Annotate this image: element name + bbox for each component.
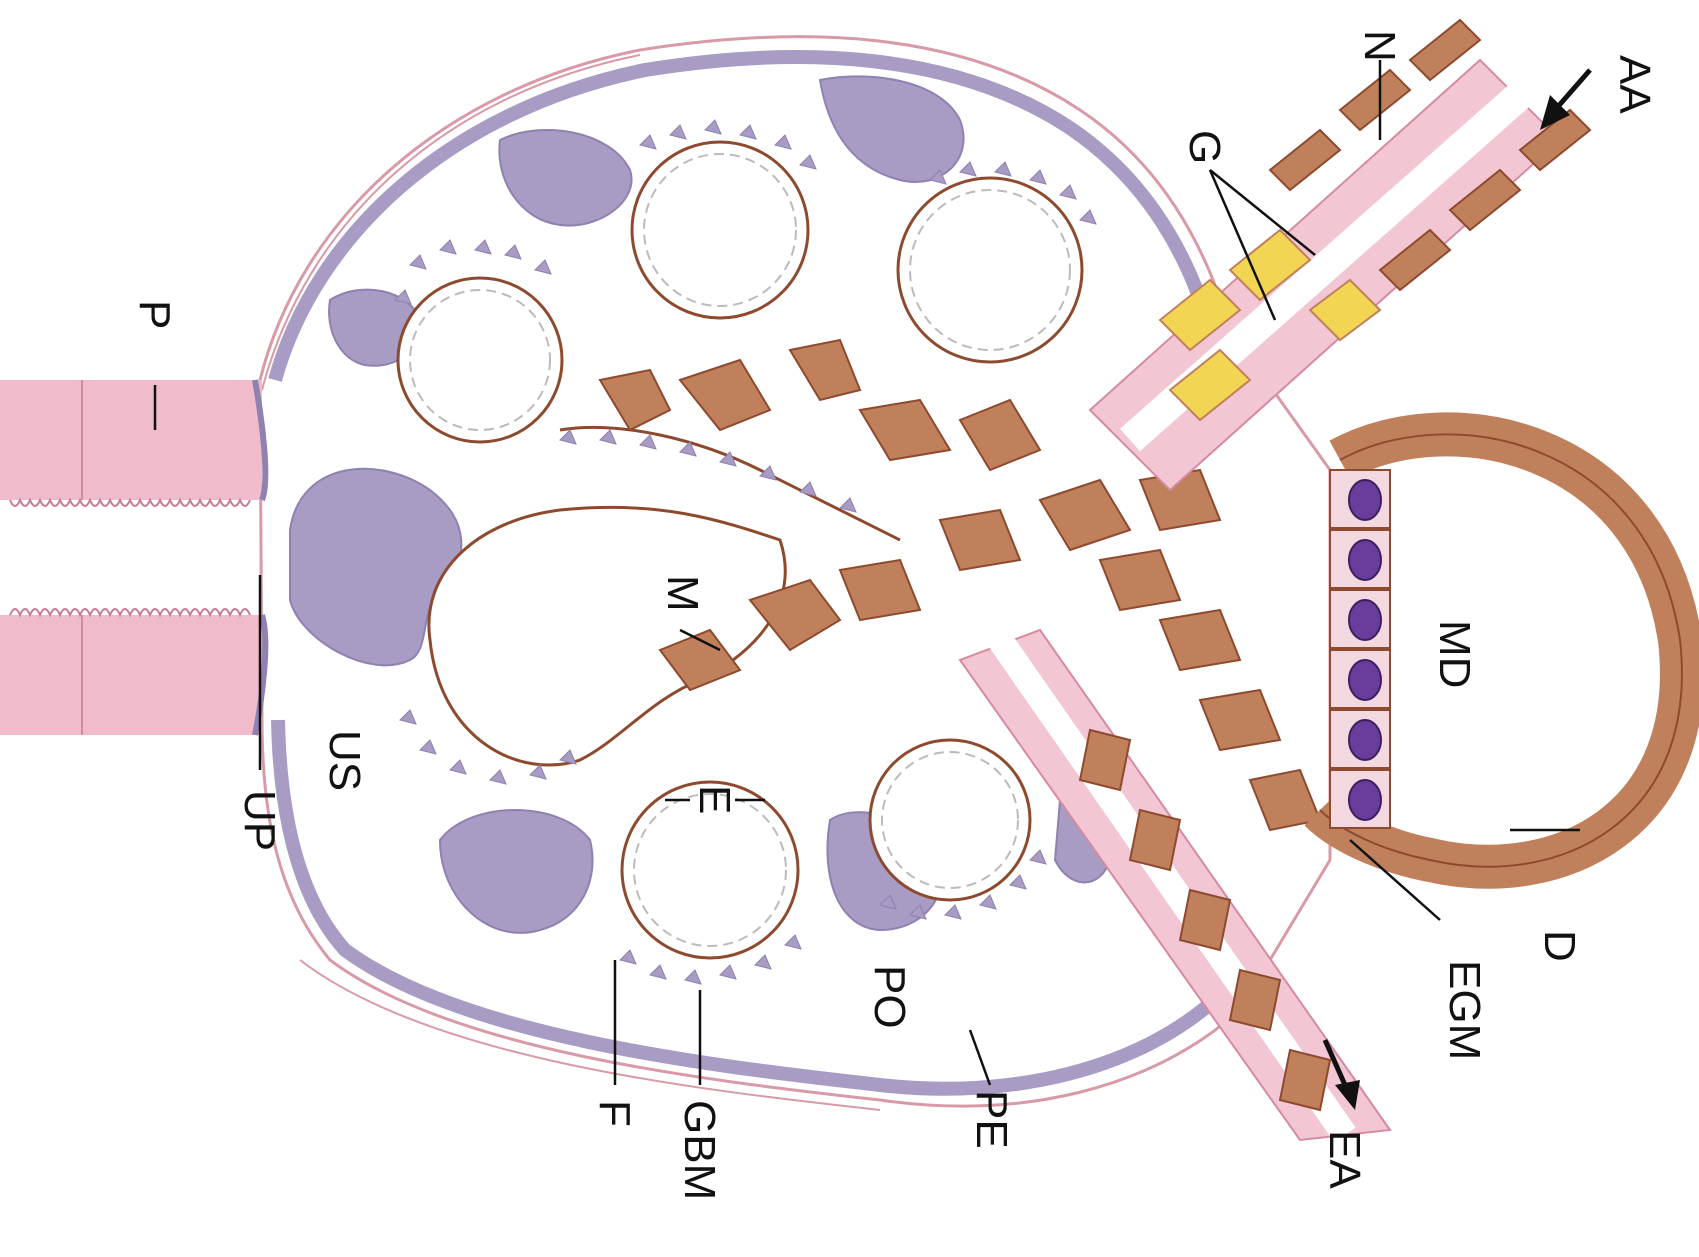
label-up: UP [235,790,284,851]
label-gbm: GBM [675,1100,724,1200]
proximal-tubule [0,380,265,735]
label-us: US [320,730,369,791]
tubule-lower-wall [0,615,262,735]
distal-tubule [1320,434,1682,866]
label-md: MD [1430,620,1479,688]
label-e: E [690,785,739,814]
label-d: D [1535,930,1584,962]
capillary-loop [870,740,1030,900]
label-pe: PE [967,1090,1016,1149]
label-f: F [590,1100,639,1127]
label-aa: AA [1610,55,1659,114]
label-po: PO [865,965,914,1029]
capillary-loop [898,178,1082,362]
capillary-loop [398,278,562,442]
label-egm: EGM [1440,960,1489,1060]
label-g: G [1180,130,1229,164]
aa-arrow-shaft [1555,70,1590,110]
brush-border-lower [10,609,250,615]
label-ea: EA [1320,1130,1369,1189]
label-p: P [130,300,179,329]
label-m: M [658,575,707,612]
brush-border-upper [10,500,250,506]
label-n: N [1355,30,1404,62]
capillary-loop [632,142,808,318]
macula-densa-cells [1330,470,1390,828]
tubule-upper-wall [0,380,262,500]
